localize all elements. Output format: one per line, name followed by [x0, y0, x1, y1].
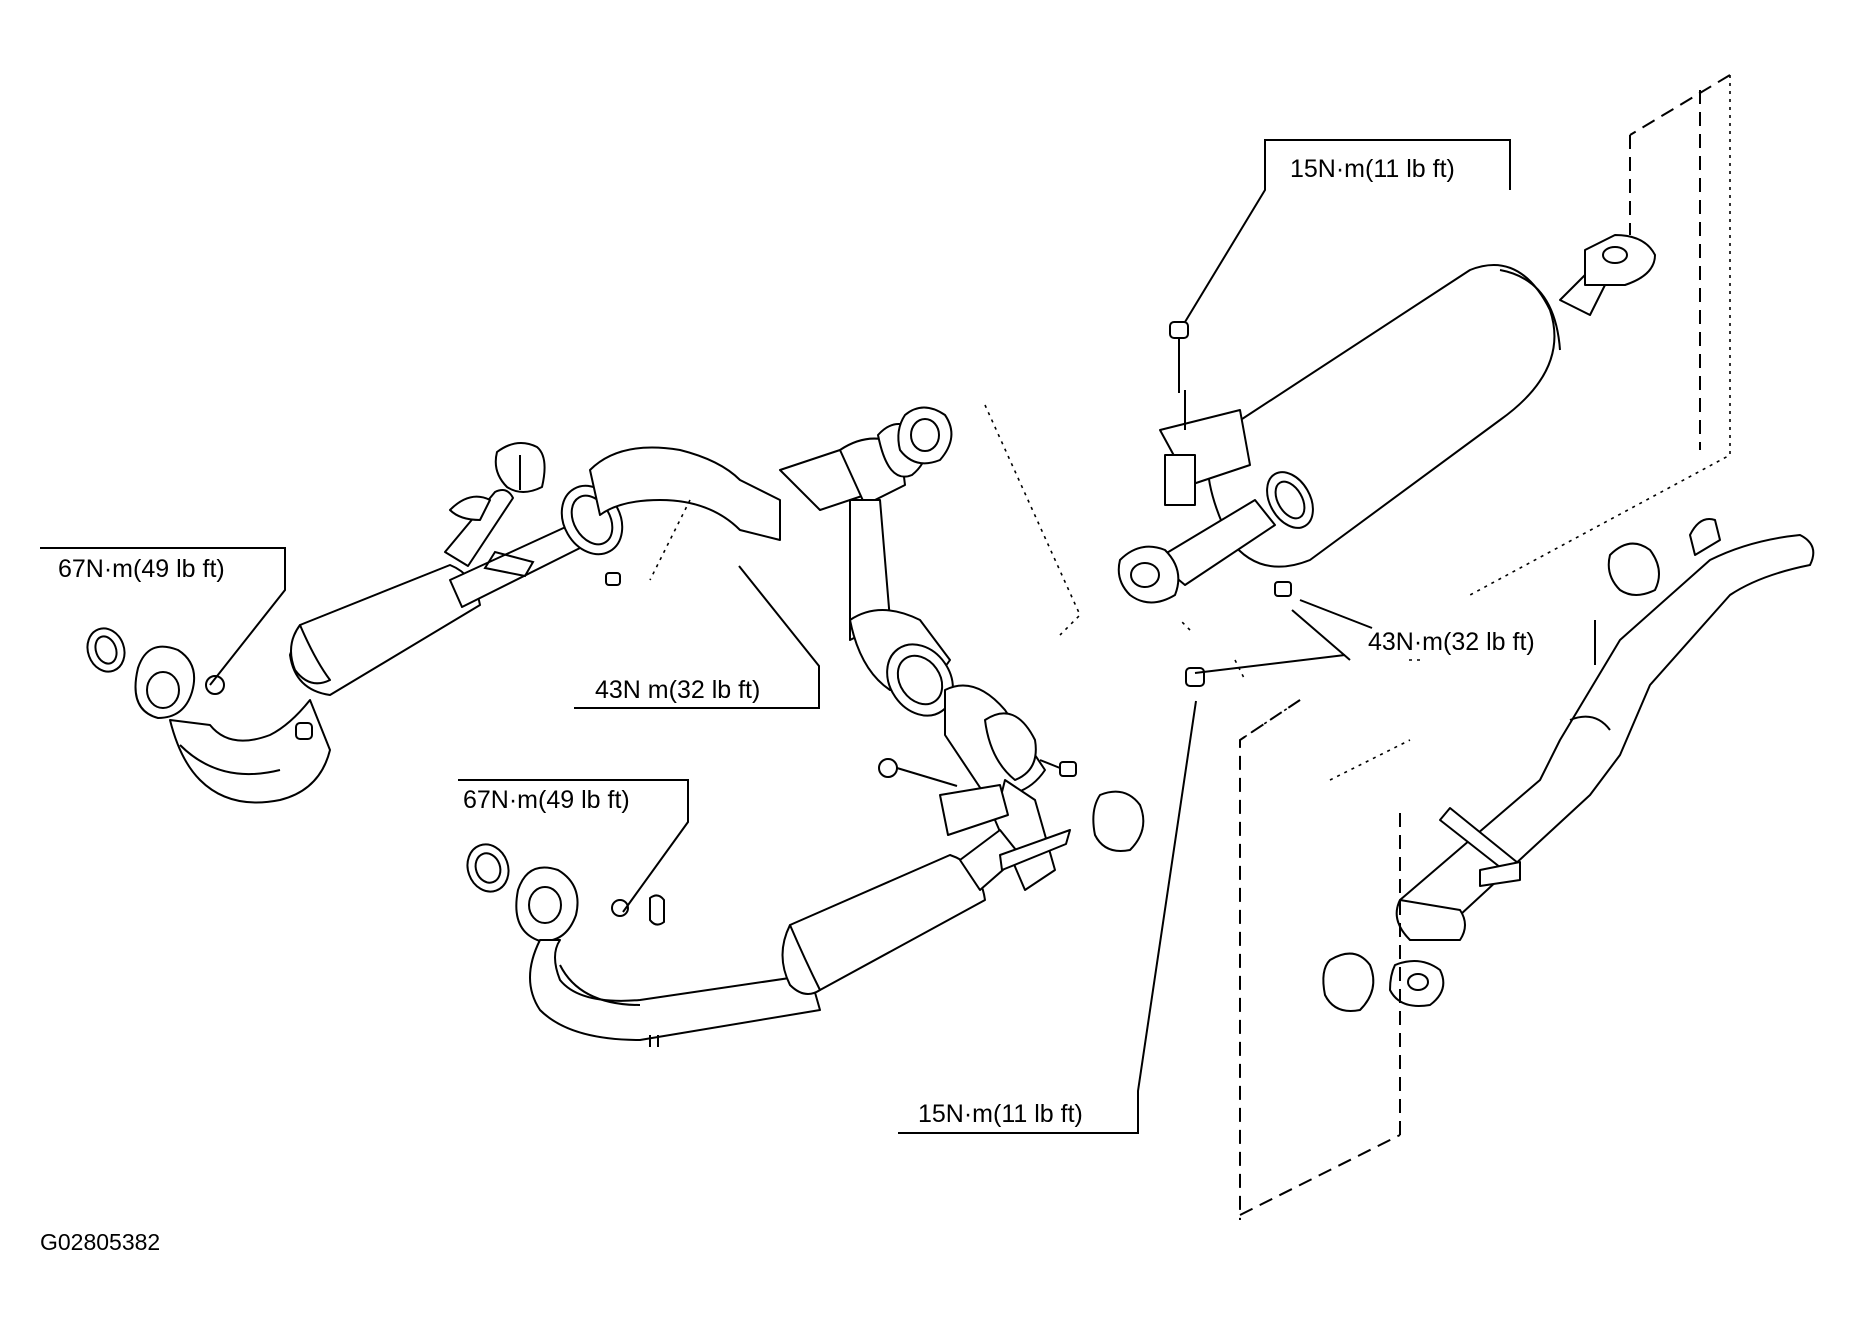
center-y-pipe — [589, 406, 1145, 891]
torque-label-front-center-flange: 43N m(32 lb ft) — [595, 676, 760, 704]
front-left-pipe-assembly — [86, 442, 624, 804]
torque-label-muffler-hanger-bottom: 15N·m(11 lb ft) — [918, 1100, 1083, 1128]
rear-pipe-assembly — [1322, 518, 1815, 1012]
torque-label-muffler-hanger-top: 15N·m(11 lb ft) — [1290, 155, 1455, 183]
front-lower-pipe-assembly — [466, 829, 1071, 1047]
muffler-assembly — [1117, 234, 1656, 687]
label-frames — [40, 139, 1596, 1134]
torque-label-front-left-flange: 67N·m(49 lb ft) — [58, 555, 225, 583]
torque-label-muffler-inlet-flange: 43N·m(32 lb ft) — [1368, 628, 1535, 656]
torque-label-front-lower-flange: 67N·m(49 lb ft) — [463, 786, 630, 814]
alignment-lines — [649, 74, 1731, 1220]
figure-id: G02805382 — [40, 1229, 160, 1255]
